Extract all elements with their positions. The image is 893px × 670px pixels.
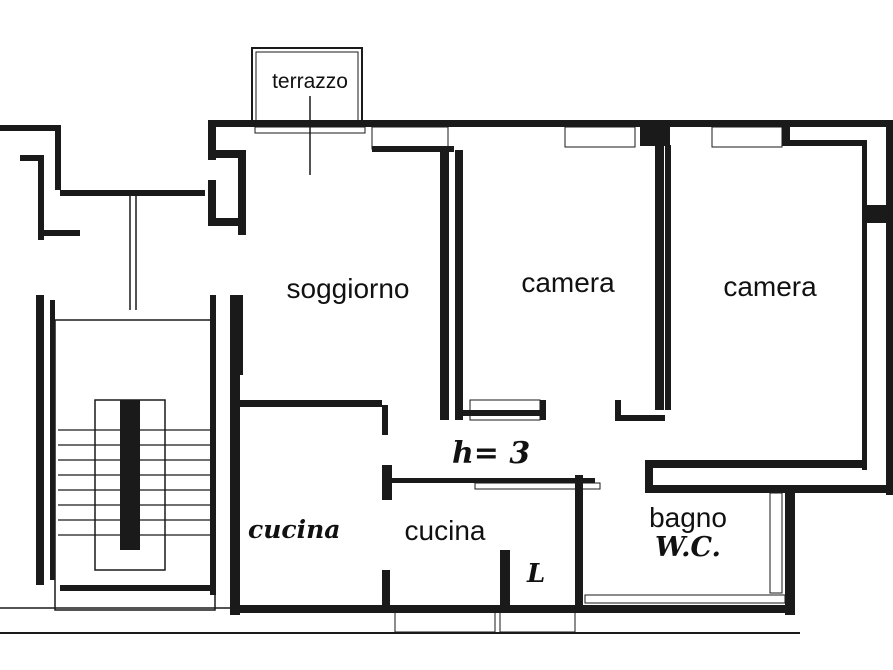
handwritten-ceiling-height: h= 3 bbox=[452, 436, 530, 471]
terrace bbox=[251, 47, 363, 175]
label-soggiorno: soggiorno bbox=[287, 273, 410, 304]
label-bagno: bagno bbox=[649, 502, 727, 533]
label-camera-1: camera bbox=[521, 267, 615, 298]
interior-walls bbox=[230, 145, 671, 615]
handwritten-mark: L bbox=[526, 559, 545, 589]
label-camera-2: camera bbox=[723, 271, 817, 302]
label-terrazzo: terrazzo bbox=[272, 70, 348, 93]
stair-treads bbox=[58, 429, 212, 536]
handwritten-wc: W.C. bbox=[655, 532, 721, 563]
label-cucina: cucina bbox=[405, 515, 486, 546]
outer-walls bbox=[0, 120, 893, 634]
stairwell bbox=[0, 125, 230, 611]
handwritten-cucina: cucina bbox=[248, 515, 341, 544]
